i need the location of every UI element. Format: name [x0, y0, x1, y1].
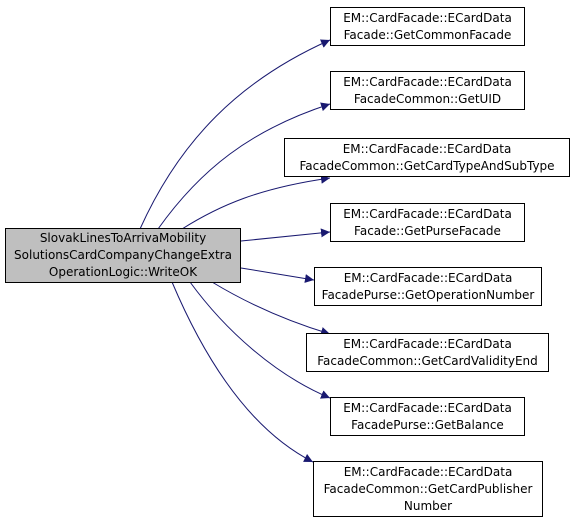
node-label-line: EM::CardFacade::ECardData	[343, 400, 512, 415]
node-label-line: Number	[403, 498, 453, 513]
node-label-line: EM::CardFacade::ECardData	[343, 336, 512, 351]
node-get-purse-facade[interactable]: EM::CardFacade::ECardData Facade::GetPur…	[330, 203, 525, 242]
root-label-line: SolutionsCardCompanyChangeExtra	[14, 248, 232, 262]
node-label-line: Facade::GetCommonFacade	[343, 27, 512, 42]
node-get-uid[interactable]: EM::CardFacade::ECardData FacadeCommon::…	[330, 71, 525, 110]
node-get-balance[interactable]: EM::CardFacade::ECardData FacadePurse::G…	[330, 397, 525, 436]
edge-to-get-card-type-and-sub-type	[181, 174, 331, 230]
edge-to-get-card-publisher-number	[171, 281, 314, 463]
node-label-line: EM::CardFacade::ECardData	[343, 270, 513, 285]
node-label-line: EM::CardFacade::ECardData	[342, 141, 512, 156]
node-label-line: EM::CardFacade::ECardData	[343, 464, 513, 479]
node-label-line: FacadePurse::GetBalance	[351, 417, 504, 432]
node-label-line: Facade::GetPurseFacade	[354, 223, 501, 238]
node-label-line: FacadeCommon::GetCardTypeAndSubType	[299, 158, 555, 173]
root-label-line: OperationLogic::WriteOK	[48, 265, 198, 279]
root-label-line: SlovakLinesToArrivaMobility	[39, 231, 207, 245]
node-get-operation-number[interactable]: EM::CardFacade::ECardData FacadePurse::G…	[314, 267, 542, 306]
node-get-common-facade[interactable]: EM::CardFacade::ECardData Facade::GetCom…	[330, 7, 525, 46]
node-label-line: EM::CardFacade::ECardData	[343, 10, 512, 25]
edge-to-get-operation-number	[240, 267, 315, 283]
node-get-card-validity-end[interactable]: EM::CardFacade::ECardData FacadeCommon::…	[306, 333, 549, 372]
root-node-write-ok: SlovakLinesToArrivaMobility SolutionsCar…	[5, 228, 241, 283]
edge-to-get-uid	[157, 102, 331, 230]
edge-to-get-balance	[189, 281, 331, 399]
edge-to-get-common-facade	[139, 39, 331, 230]
node-label-line: FacadeCommon::GetUID	[353, 91, 502, 106]
node-label-line: EM::CardFacade::ECardData	[343, 206, 512, 221]
node-get-card-publisher-number[interactable]: EM::CardFacade::ECardData FacadeCommon::…	[313, 461, 543, 517]
edge-to-get-purse-facade	[240, 228, 331, 242]
edge-to-get-card-validity-end	[211, 281, 331, 336]
node-label-line: EM::CardFacade::ECardData	[343, 74, 512, 89]
node-label-line: FacadePurse::GetOperationNumber	[321, 287, 535, 302]
node-get-card-type-and-sub-type[interactable]: EM::CardFacade::ECardData FacadeCommon::…	[284, 138, 570, 177]
node-label-line: FacadeCommon::GetCardValidityEnd	[317, 353, 538, 368]
node-label-line: FacadeCommon::GetCardPublisher	[323, 481, 533, 496]
